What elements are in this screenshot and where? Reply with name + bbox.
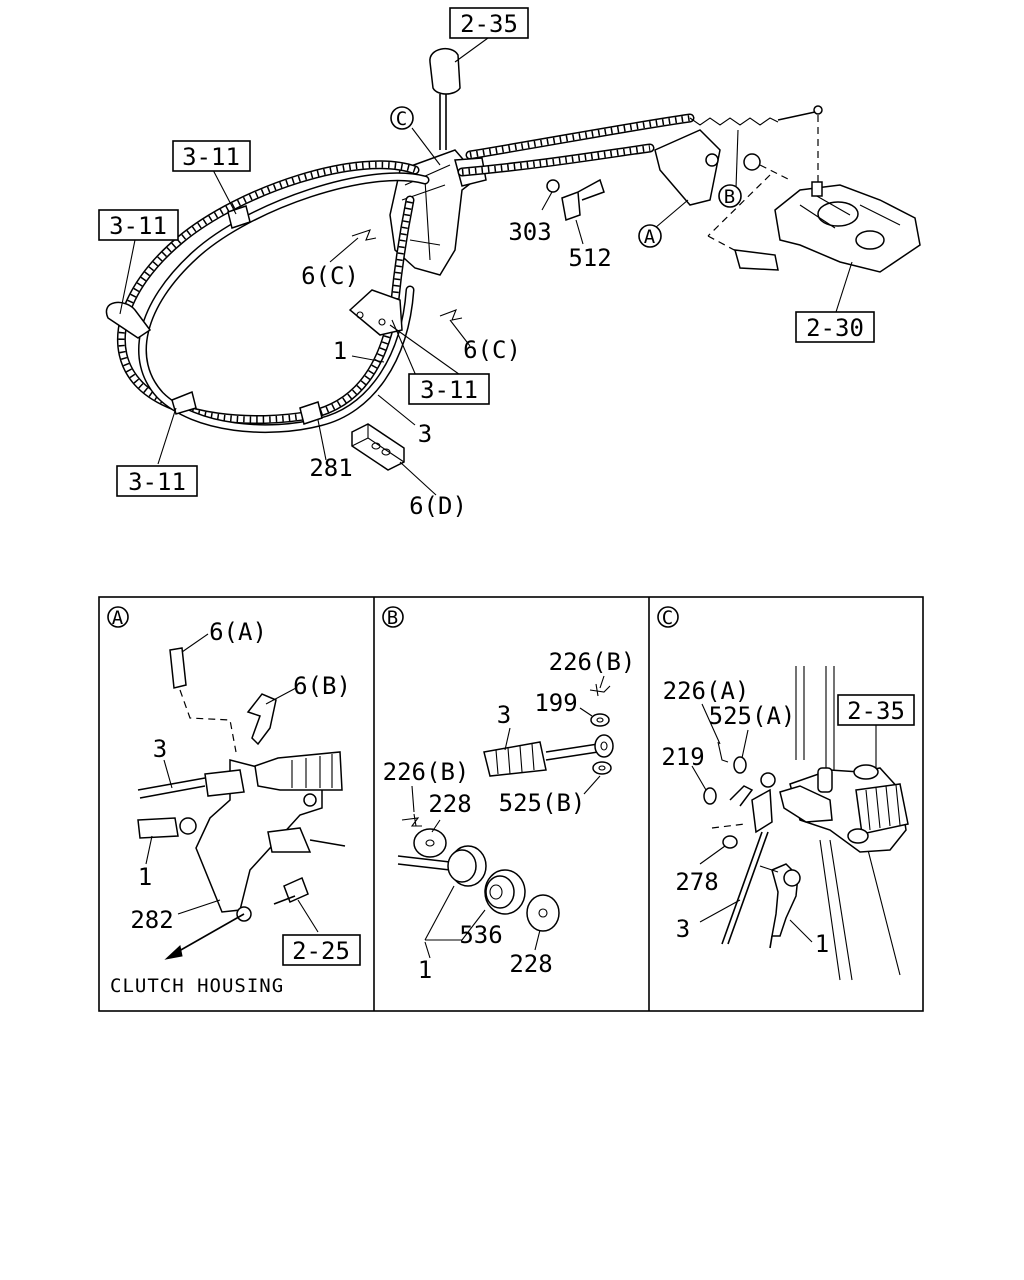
panel-a-part-1: 1 xyxy=(138,863,152,891)
panel-c-part-226a: 226(A) xyxy=(663,677,750,705)
panel-c-part-525a: 525(A) xyxy=(709,702,796,730)
cable-bracket xyxy=(348,289,403,336)
panel-a-part-6a: 6(A) xyxy=(209,618,267,646)
transmission-housing xyxy=(707,115,921,273)
part-303-label: 303 xyxy=(508,218,551,246)
panel-b-part-1: 1 xyxy=(418,956,432,984)
clip-6c-right xyxy=(439,309,463,321)
panel-a-caption: CLUTCH HOUSING xyxy=(110,975,284,997)
panel-c-letter: C xyxy=(662,607,674,629)
panel-b-part-536: 536 xyxy=(459,921,502,949)
panel-a-letter: A xyxy=(112,607,124,629)
panel-b-part-3: 3 xyxy=(497,701,511,729)
panel-b: B xyxy=(382,606,636,984)
panel-c-part-278: 278 xyxy=(675,868,718,896)
panel-b-part-228-bottom: 228 xyxy=(509,950,552,978)
ref-3-11-label-bottom: 3-11 xyxy=(128,468,186,496)
callout-c-main: C xyxy=(396,108,408,130)
panel-a-part-6b: 6(B) xyxy=(293,672,351,700)
ref-3-11-label-left: 3-11 xyxy=(109,212,167,240)
panel-b-part-525b: 525(B) xyxy=(499,789,586,817)
panel-c-part-1: 1 xyxy=(815,930,829,958)
ref-2-35-label: 2-35 xyxy=(460,10,518,38)
main-assembly: 2-35 3-11 3-11 3-11 3-11 2-30 303 512 6(… xyxy=(98,7,921,520)
rubber-block-6d xyxy=(351,423,405,471)
part-6c-left-label: 6(C) xyxy=(301,262,359,290)
ref-3-11-label-center: 3-11 xyxy=(420,376,478,404)
clip-6c-left xyxy=(351,229,377,241)
panel-a-part-3: 3 xyxy=(153,735,167,763)
panel-a: A xyxy=(107,606,361,997)
panel-c-part-3: 3 xyxy=(676,915,690,943)
nut-303 xyxy=(546,179,560,193)
part-6d-label: 6(D) xyxy=(409,492,467,520)
detail-panels: A xyxy=(98,596,924,1012)
panel-a-part-282: 282 xyxy=(130,906,173,934)
panel-c-part-219: 219 xyxy=(661,743,704,771)
part-6c-right-label: 6(C) xyxy=(463,336,521,364)
part-1-label: 1 xyxy=(333,337,347,365)
ref-3-11-label-top: 3-11 xyxy=(182,143,240,171)
callout-a-main: A xyxy=(644,226,656,248)
part-281-label: 281 xyxy=(309,454,352,482)
cable-bracket-a xyxy=(654,129,721,206)
panel-c-ref-2-35: 2-35 xyxy=(847,697,905,725)
panel-b-part-226b-top: 226(B) xyxy=(549,648,636,676)
panel-c: C xyxy=(657,606,915,981)
panel-b-letter: B xyxy=(387,607,399,629)
part-512-label: 512 xyxy=(568,244,611,272)
ref-2-30-label: 2-30 xyxy=(806,314,864,342)
panel-b-part-228-top: 228 xyxy=(428,790,471,818)
panel-b-part-199: 199 xyxy=(534,689,577,717)
bracket-512 xyxy=(561,178,605,222)
panel-a-ref-2-25: 2-25 xyxy=(292,937,350,965)
panel-b-part-226b-left: 226(B) xyxy=(383,758,470,786)
callout-b-main: B xyxy=(724,186,736,208)
part-3-label: 3 xyxy=(418,420,432,448)
